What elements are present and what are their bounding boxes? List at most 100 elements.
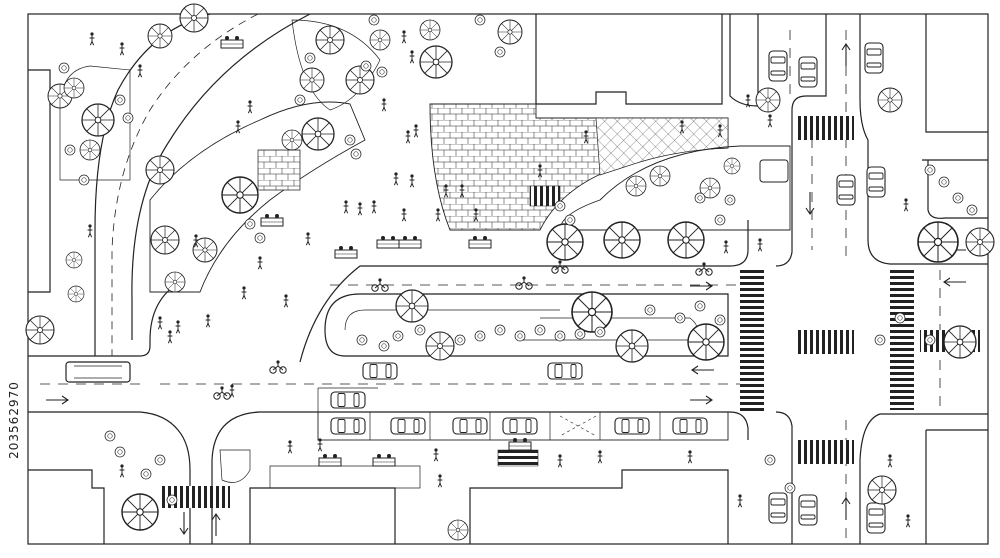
tree-icon — [649, 165, 671, 187]
shrub-icon — [474, 330, 486, 342]
garden-bed-east — [559, 145, 791, 231]
shrub-icon — [724, 194, 736, 206]
shrub-icon — [554, 200, 566, 212]
car — [330, 417, 366, 435]
shrub-icon — [454, 334, 466, 346]
tree-icon — [867, 475, 897, 505]
shrub-icon — [376, 66, 388, 78]
shrub-icon — [244, 218, 256, 230]
tree-icon — [301, 117, 335, 151]
crosswalk-far-east — [890, 270, 914, 410]
shrub-icon — [474, 14, 486, 26]
median-island — [324, 293, 729, 357]
crosswalks — [162, 116, 980, 508]
shrub-icon — [564, 214, 576, 226]
car — [452, 417, 488, 435]
tree-icon — [395, 289, 429, 323]
shrub-icon — [122, 112, 134, 124]
tree-icon — [67, 285, 85, 303]
tree-icon — [917, 221, 959, 263]
shrub-icon — [694, 192, 706, 204]
shrub-icon — [378, 340, 390, 352]
tree-icon — [192, 237, 218, 263]
car — [614, 417, 650, 435]
shrub-icon — [344, 134, 356, 146]
car — [759, 159, 789, 183]
vehicles — [65, 42, 886, 534]
lane-markings — [40, 30, 941, 540]
tree-icon — [281, 129, 303, 151]
shrub-icon — [966, 204, 978, 216]
shrub-icon — [104, 430, 116, 442]
shrub-icon — [494, 324, 506, 336]
shrub-icon — [356, 334, 368, 346]
building-west — [28, 69, 51, 293]
shrub-icon — [514, 330, 526, 342]
tree-icon — [164, 271, 186, 293]
shrub-icon — [58, 62, 70, 74]
shrub-icon — [594, 326, 606, 338]
shrub-icon — [924, 164, 936, 176]
tree-icon — [965, 227, 995, 257]
shrub-icon — [414, 324, 426, 336]
crosswalk-south — [796, 440, 854, 464]
shrub-icon — [254, 232, 266, 244]
shrub-icon — [534, 324, 546, 336]
tree-icon — [603, 221, 641, 259]
tree-icon — [299, 67, 325, 93]
tree-icon — [369, 29, 391, 51]
shrub-icon — [674, 312, 686, 324]
shrub-icon — [166, 494, 178, 506]
car — [864, 42, 884, 74]
shrub-icon — [64, 144, 76, 156]
car — [798, 56, 818, 88]
tree-icon — [943, 325, 977, 359]
shrub-icon — [154, 454, 166, 466]
shrub-icon — [78, 174, 90, 186]
buildings — [28, 14, 988, 544]
car — [836, 174, 856, 206]
main-road — [28, 14, 988, 544]
shrub-icon — [368, 14, 380, 26]
car — [798, 494, 818, 526]
tree-icon — [546, 223, 584, 261]
car — [390, 417, 426, 435]
courtyard-east — [922, 159, 988, 219]
building-north-east — [925, 14, 988, 133]
car — [502, 417, 538, 435]
shrub-icon — [784, 482, 796, 494]
tree-icon — [497, 19, 523, 45]
tree-icon — [179, 3, 209, 33]
stock-id-label: 203562970 — [4, 300, 24, 540]
tree-icon — [687, 323, 725, 361]
tree-icon — [315, 25, 345, 55]
building-south-east — [925, 429, 988, 544]
building-south-west — [28, 469, 105, 544]
car — [768, 492, 788, 524]
shrub-icon — [114, 446, 126, 458]
shrub-icon — [304, 52, 316, 64]
car — [672, 417, 708, 435]
bus — [65, 361, 131, 383]
tree-icon — [615, 329, 649, 363]
shrub-icon — [894, 312, 906, 324]
tree-icon — [571, 291, 613, 333]
crosswalk-east-main — [740, 270, 764, 412]
shrub-icon — [644, 304, 656, 316]
tree-icon — [625, 175, 647, 197]
curved-street — [94, 13, 311, 356]
tree-icon — [877, 87, 903, 113]
shrub-icon — [938, 176, 950, 188]
shrub-icon — [140, 468, 152, 480]
tree-icon — [81, 103, 115, 137]
tree-icon — [63, 77, 85, 99]
crosswalk-south-west — [162, 486, 230, 508]
tree-icon — [755, 87, 781, 113]
building-north-center — [535, 14, 723, 105]
crosswalk-center — [796, 330, 854, 354]
shrub-icon — [350, 148, 362, 160]
shrub-icon — [360, 60, 372, 72]
shrub-icon — [574, 328, 586, 340]
